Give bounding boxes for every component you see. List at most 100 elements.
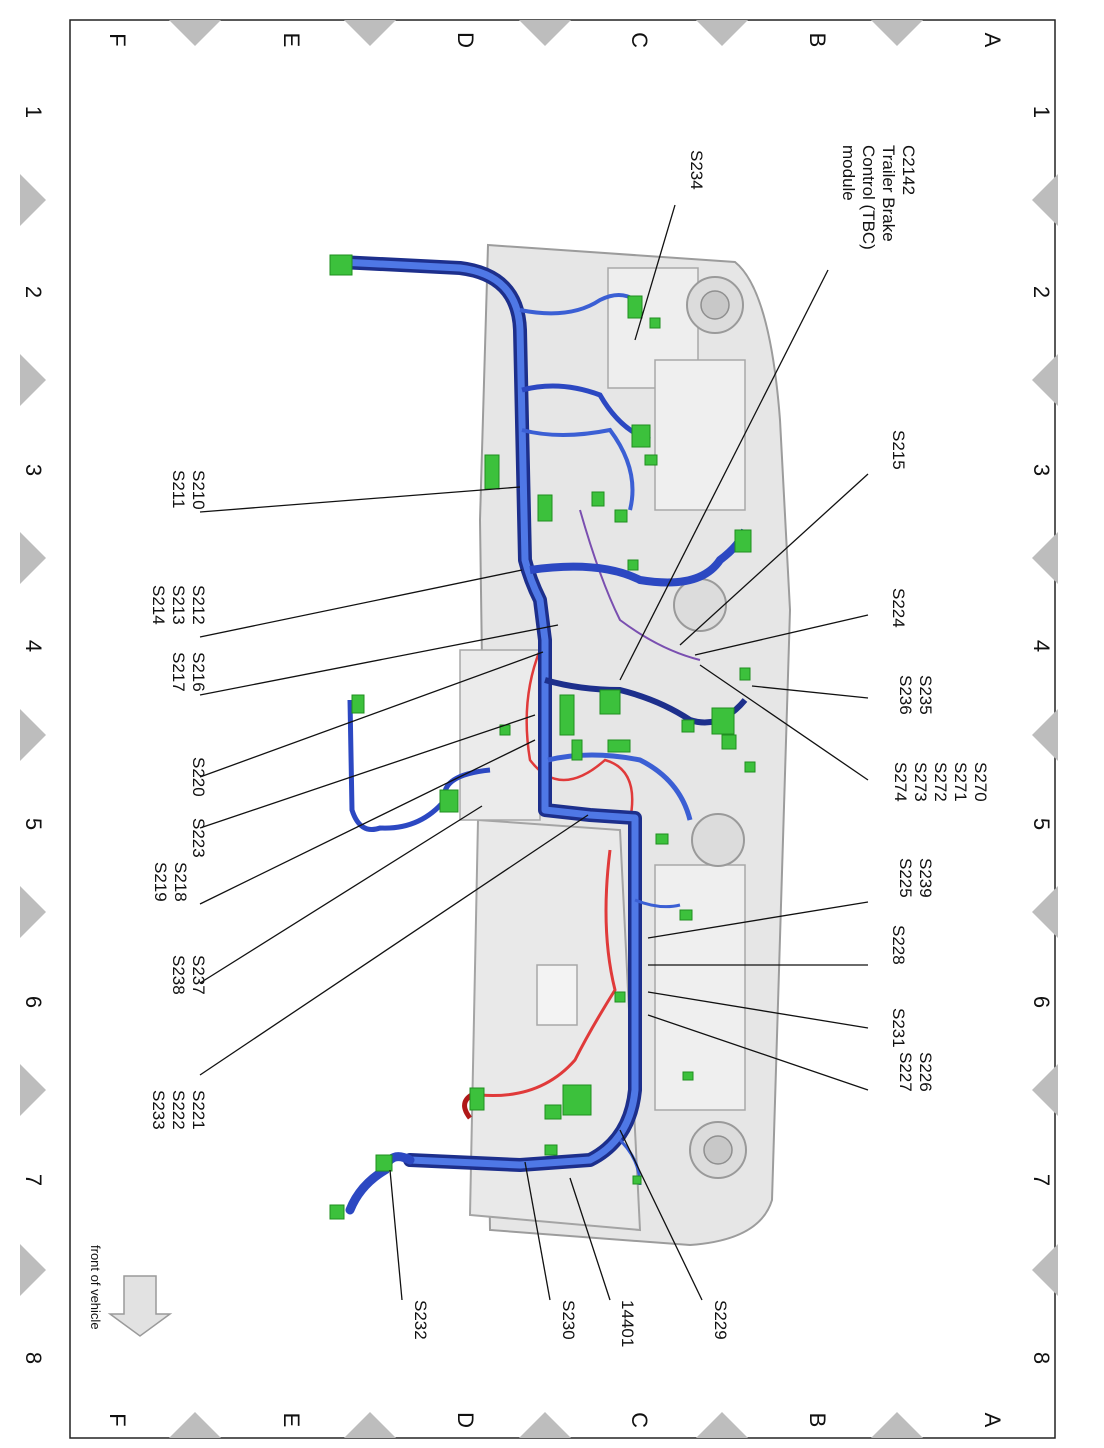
grid-marker-right	[1032, 532, 1058, 584]
red-wire-lower	[479, 849, 617, 1098]
harness-branch-cluster	[519, 293, 637, 316]
grid-row-label-b-top: B	[805, 33, 830, 48]
connector-10	[627, 559, 639, 571]
grid-markers	[20, 20, 1058, 1438]
grid-col-label-4-left: 4	[21, 640, 46, 652]
callout-s221-s233-line-1: S221	[189, 1090, 208, 1130]
grid-marker-right	[1032, 1244, 1058, 1296]
connector-23	[614, 991, 626, 1003]
grid-marker-left	[20, 174, 46, 226]
leader-line-20	[524, 1161, 551, 1301]
callout-s221-s233: S221S222S233	[149, 1090, 208, 1130]
callout-s210-s211-line-1: S210	[189, 470, 208, 510]
connector-18	[721, 734, 737, 750]
air-vent-center-lower	[691, 813, 745, 867]
leader-line-22	[619, 1129, 703, 1301]
callout-s228-line-1: S228	[889, 925, 908, 965]
leader-line-10	[694, 614, 869, 656]
grid-col-label-2-right: 2	[1029, 286, 1054, 298]
grid-marker-left	[20, 1244, 46, 1296]
connector-31	[351, 694, 365, 714]
grid-marker-top	[344, 20, 396, 46]
grid-marker-bottom	[169, 1412, 221, 1438]
air-vent-left-inner	[700, 290, 730, 320]
connector-28	[375, 1154, 393, 1172]
callout-s232-line-1: S232	[411, 1300, 430, 1340]
grid-col-label-2-left: 2	[21, 286, 46, 298]
leader-line-2	[199, 569, 523, 638]
harness-branch-vent	[634, 898, 681, 909]
leader-line-21	[569, 1177, 611, 1301]
grid-col-label-5-right: 5	[1029, 818, 1054, 830]
air-vent-right-inner	[703, 1135, 733, 1165]
callout-s226-s227-line-1: S226	[916, 1052, 935, 1092]
connector-33	[682, 1071, 694, 1081]
leader-line-19	[389, 1169, 403, 1301]
grid-marker-top	[696, 20, 748, 46]
callout-s223: S223	[189, 818, 208, 858]
callout-s235-s236-line-2: S236	[896, 675, 915, 715]
leader-line-3	[199, 624, 559, 696]
leader-line-18	[634, 204, 676, 341]
callout-s229: S229	[711, 1300, 730, 1340]
grid-col-label-7-left: 7	[21, 1174, 46, 1186]
callout-s228: S228	[889, 925, 908, 965]
leader-line-13	[647, 901, 869, 939]
connector-30	[439, 789, 459, 813]
callout-s235-s236: S235S236	[896, 675, 935, 715]
grid-marker-top	[519, 20, 571, 46]
callout-s224-line-1: S224	[889, 588, 908, 628]
connector-32	[632, 1175, 642, 1185]
leader-line-6	[199, 739, 536, 905]
callout-s235-s236-line-1: S235	[916, 675, 935, 715]
connector-13	[559, 694, 575, 736]
purple-wire	[579, 509, 701, 661]
grid-marker-left	[20, 1064, 46, 1116]
connector-17	[711, 707, 735, 735]
callout-s270-s274: S270S271S272S273S274	[891, 762, 990, 802]
connector-6	[627, 295, 643, 319]
leader-line-15	[647, 991, 869, 1029]
callout-s230-line-1: S230	[559, 1300, 578, 1340]
leader-line-1	[199, 486, 521, 513]
callout-s216-s217: S216S217	[169, 652, 208, 692]
connector-27	[469, 1087, 485, 1111]
callout-s221-s233-line-3: S233	[149, 1090, 168, 1130]
callout-s237-s238-line-1: S237	[189, 955, 208, 995]
callout-s212-s214-line-2: S213	[169, 585, 188, 625]
leader-line-4	[199, 651, 544, 778]
callout-s239-s225: S239S225	[896, 858, 935, 898]
grid-col-label-6-left: 6	[21, 996, 46, 1008]
grid-marker-bottom	[519, 1412, 571, 1438]
callout-s212-s214: S212S213S214	[149, 585, 208, 625]
grid-row-label-b-bottom: B	[805, 1413, 830, 1428]
callout-c2142-line-3: Control (TBC)	[859, 145, 878, 250]
leader-lines	[199, 204, 869, 1301]
grid-col-label-1-left: 1	[21, 106, 46, 118]
grid-col-label-1-right: 1	[1029, 106, 1054, 118]
grid-marker-bottom	[344, 1412, 396, 1438]
callout-harness-14401: 14401	[618, 1300, 637, 1347]
grid-marker-right	[1032, 354, 1058, 406]
front-of-vehicle-label: front of vehicle	[88, 1245, 103, 1330]
callout-c2142-line-2: Trailer Brake	[879, 145, 898, 242]
connector-5	[614, 509, 628, 523]
air-vent-center-upper	[673, 578, 727, 632]
leader-line-7	[199, 805, 483, 984]
callout-s215-line-1: S215	[889, 430, 908, 470]
callout-s231: S231	[889, 1008, 908, 1048]
callout-s237-s238-line-2: S238	[169, 955, 188, 995]
grid-marker-right	[1032, 1064, 1058, 1116]
grid-col-label-6-right: 6	[1029, 996, 1054, 1008]
callout-s224: S224	[889, 588, 908, 628]
connectors	[329, 254, 756, 1220]
callout-s270-s274-line-5: S274	[891, 762, 910, 802]
leader-line-8	[199, 814, 589, 1076]
connector-20	[744, 761, 756, 773]
grid-row-label-a-top: A	[980, 33, 1005, 48]
grid-row-label-f-top: F	[105, 33, 130, 46]
radio-bezel	[654, 359, 746, 511]
callout-s210-s211-line-2: S211	[169, 470, 188, 508]
callout-s212-s214-line-3: S214	[149, 585, 168, 625]
